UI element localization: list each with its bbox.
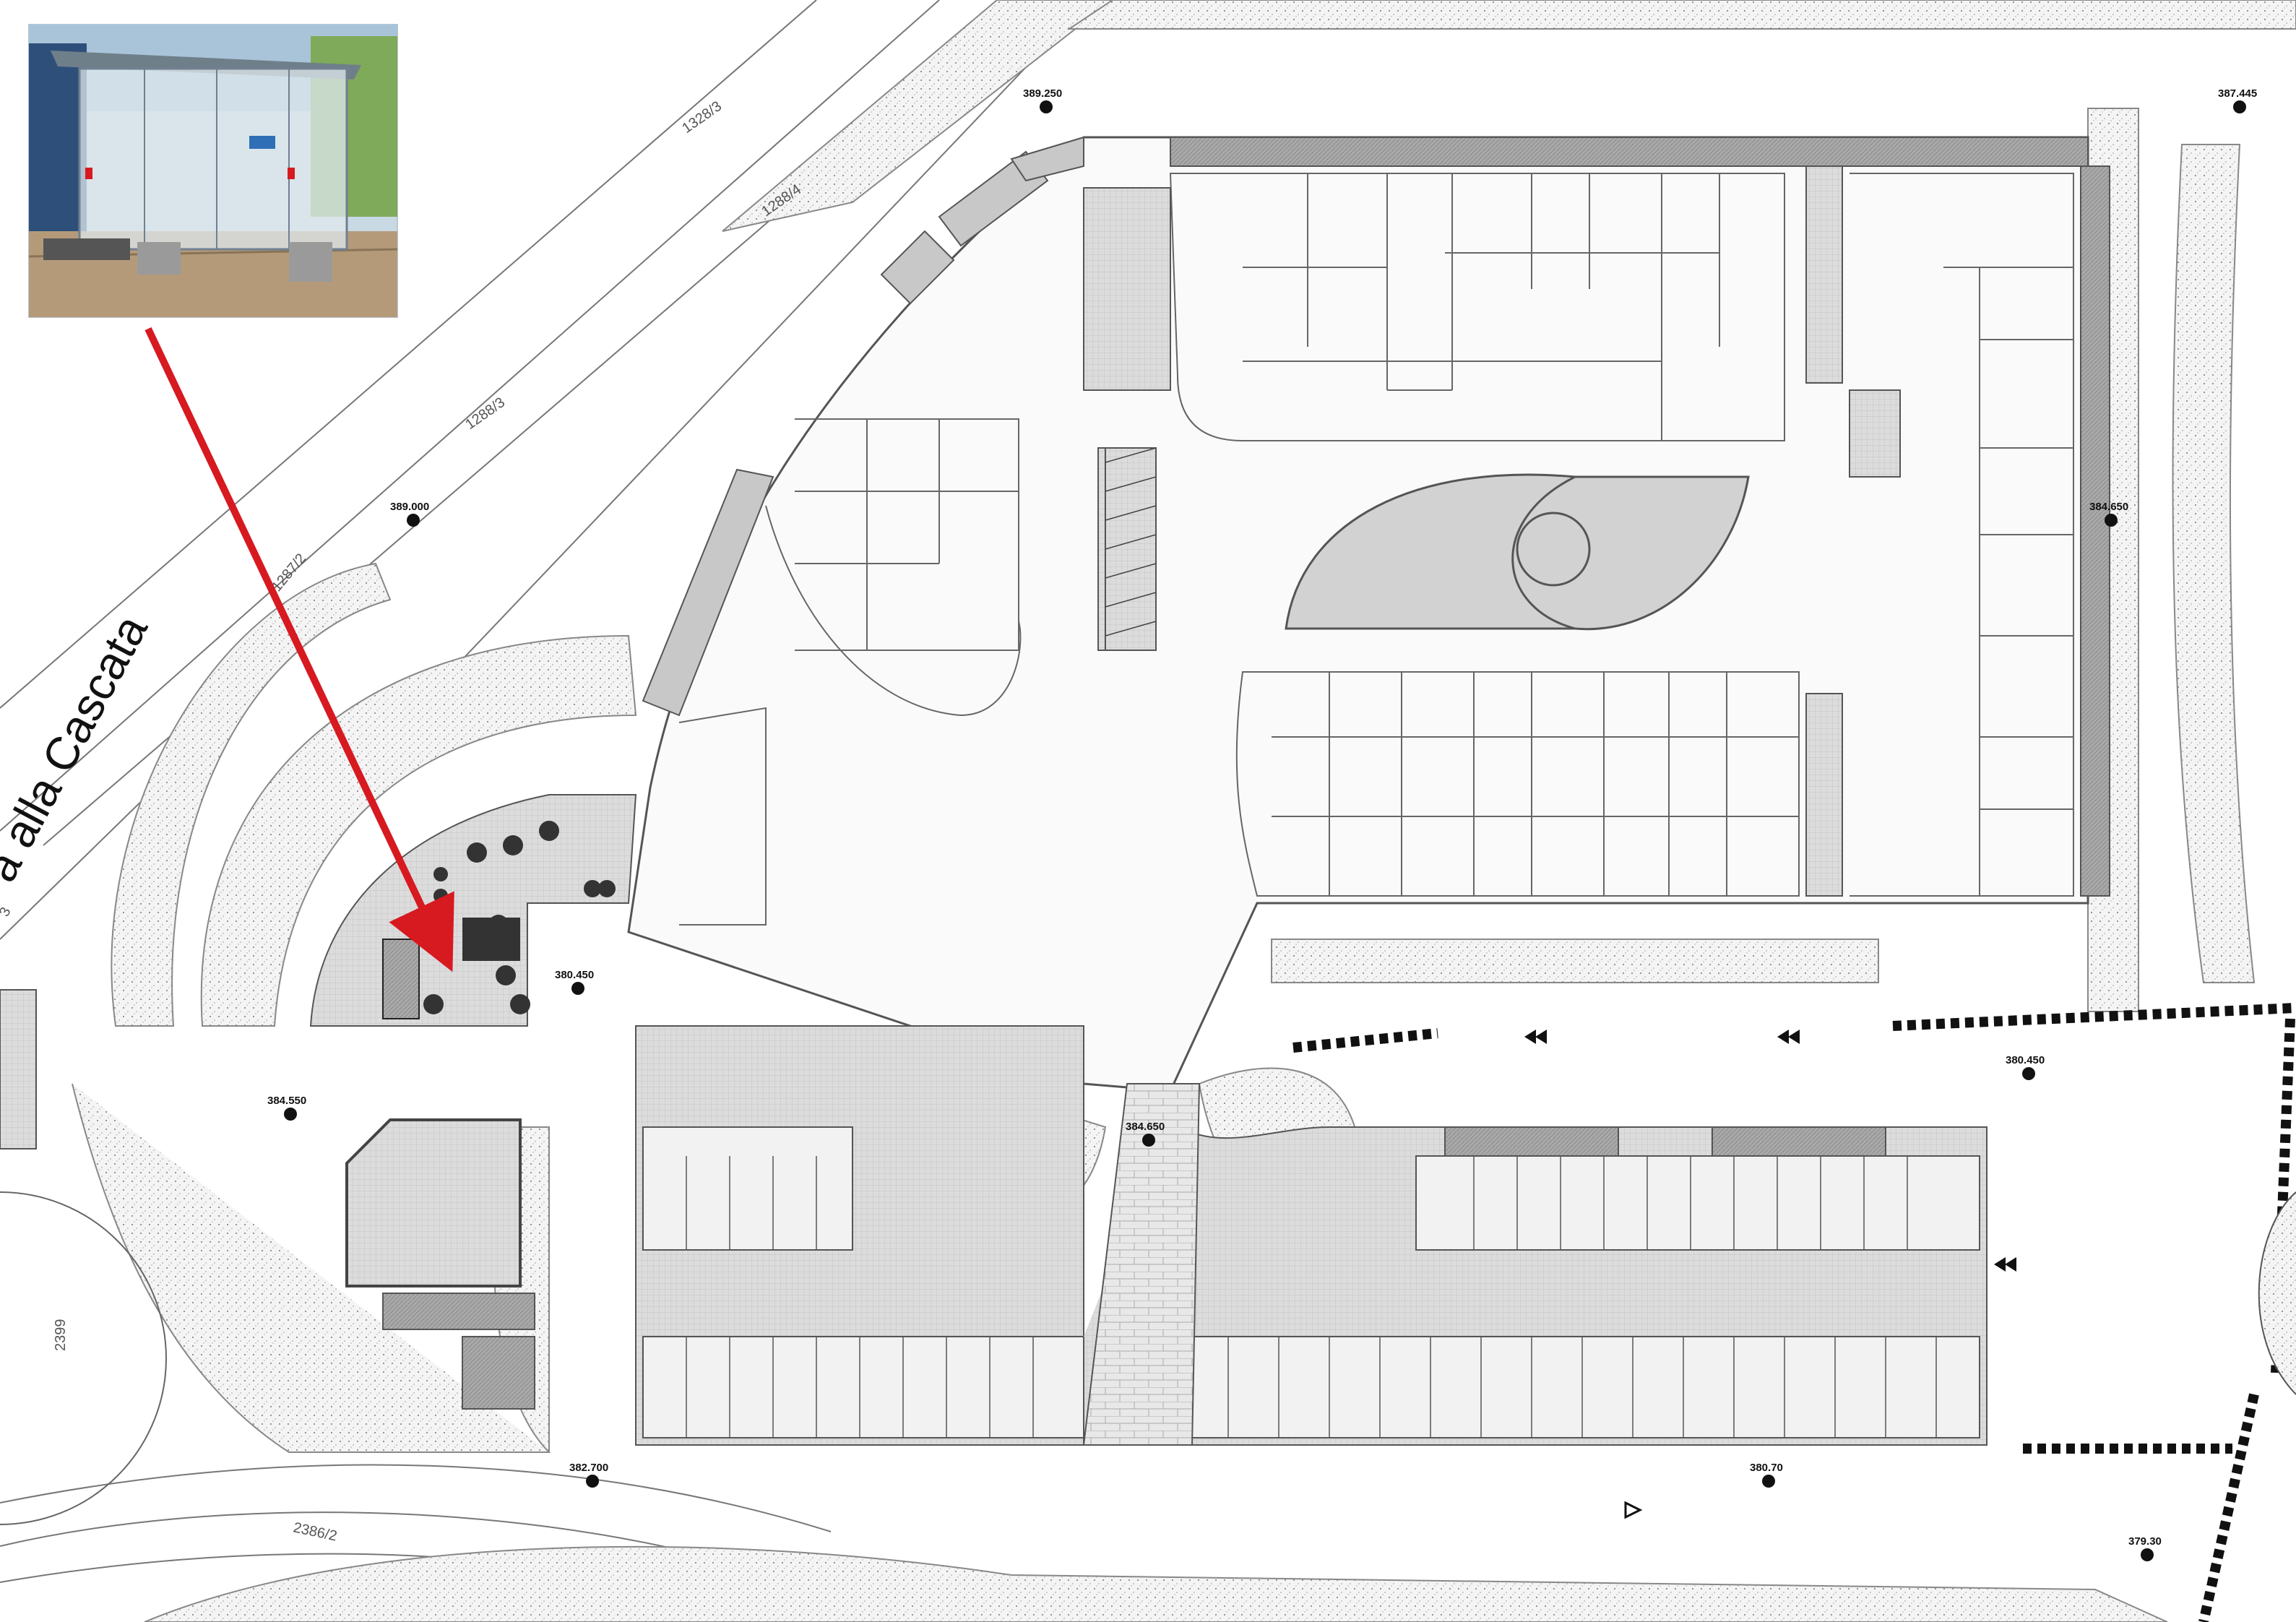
elevation-markers: 389.250 387.445 389.000 384.650 380.450 … — [267, 87, 2257, 1561]
west-edge-block — [0, 989, 37, 1149]
parking-west — [635, 1025, 1084, 1446]
elevation-label: 387.445 — [2218, 87, 2257, 100]
kiosk-building — [345, 1118, 522, 1287]
elevation-label: 389.250 — [1023, 87, 1062, 100]
traffic-arrows — [1524, 1030, 2016, 1519]
entrance-path — [1082, 1083, 1201, 1446]
core-blocks — [1083, 165, 1901, 897]
office-rooms-east — [1850, 173, 2074, 897]
east-wall — [2080, 165, 2110, 897]
roundabout — [0, 1191, 167, 1525]
elevation-label: 379.30 — [2128, 1535, 2162, 1548]
elevation-label: 389.000 — [390, 501, 429, 513]
kiosk-annex-2 — [462, 1336, 535, 1410]
east-roundabout — [2258, 1191, 2296, 1395]
west-wing — [678, 418, 1022, 926]
pointer-arrow — [144, 327, 454, 972]
facade-panels — [642, 136, 1084, 717]
parking-east — [1083, 1119, 1988, 1446]
parcel-label: 2399 — [53, 1319, 69, 1352]
office-rooms-north — [1169, 173, 1785, 441]
elevation-label: 384.650 — [1126, 1121, 1165, 1133]
office-rooms-south — [1235, 671, 1800, 897]
elevation-label: 380.450 — [555, 969, 594, 981]
bus-shelter-photo — [28, 24, 398, 318]
north-wall — [1170, 137, 2089, 167]
elevation-label: 380.450 — [2006, 1054, 2045, 1066]
elevation-label: 384.550 — [267, 1095, 306, 1107]
elevation-label: 384.650 — [2089, 501, 2128, 513]
elevation-label: 382.700 — [569, 1462, 608, 1474]
landscape-beds — [72, 0, 2296, 1622]
leaf-courtyard — [1285, 473, 1750, 631]
kiosk-annex — [382, 1293, 535, 1330]
elevation-label: 380.70 — [1750, 1462, 1783, 1474]
